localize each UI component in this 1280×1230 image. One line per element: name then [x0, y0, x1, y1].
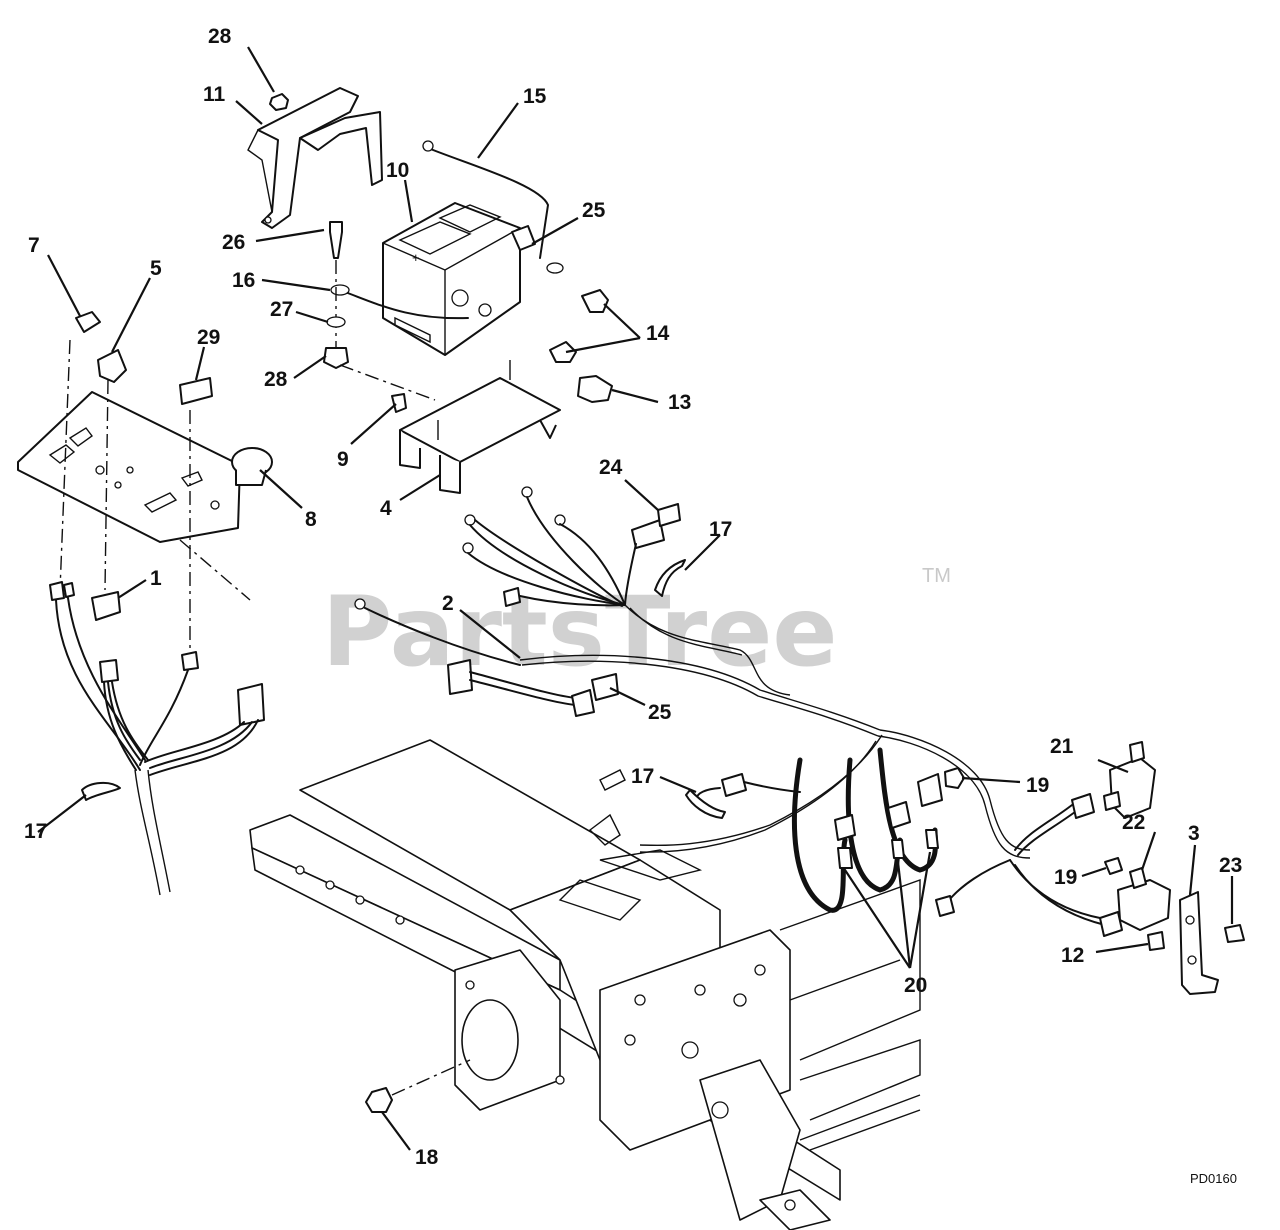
- callout-24: 24: [599, 456, 623, 479]
- callout-27: 27: [270, 298, 293, 321]
- callout-1: 1: [150, 567, 162, 590]
- callout-17-harness: 17: [709, 518, 732, 541]
- callout-20: 20: [904, 974, 927, 997]
- callout-15: 15: [523, 85, 547, 108]
- svg-text:+: +: [412, 250, 420, 265]
- battery-cable-positive: [427, 147, 550, 259]
- cable-tie-frame: [685, 789, 726, 819]
- main-wire-harness: [354, 486, 1106, 926]
- callout-10: 10: [386, 159, 409, 182]
- callout-labels: 28 11 15 10 25 26 16 27 28 14 13 9 4 8 7…: [24, 25, 1242, 1169]
- harness-fuse-holder: [657, 503, 681, 527]
- bracket-bolt: [1224, 924, 1245, 943]
- watermark-text: PartsTree: [322, 576, 837, 688]
- callout-5: 5: [150, 257, 162, 280]
- cable-tie-left: [81, 782, 121, 801]
- seat-switch: [1103, 741, 1156, 819]
- grommet-lower: [1104, 857, 1123, 875]
- callout-25-bottom: 25: [648, 701, 672, 724]
- callout-19-lower: 19: [1054, 866, 1077, 889]
- key-switch: [97, 349, 127, 383]
- leader-lines: [37, 46, 1234, 1151]
- ignition-knob: [91, 591, 121, 621]
- callout-28-top: 28: [208, 25, 232, 48]
- interlock-switch: [1099, 867, 1171, 937]
- drawing-code: PD0160: [1190, 1171, 1237, 1186]
- callout-7: 7: [28, 234, 40, 257]
- battery-cable-negative: [344, 291, 469, 320]
- terminal-bolt-lower: [549, 341, 577, 363]
- callout-19-upper: 19: [1026, 774, 1049, 797]
- callout-23: 23: [1219, 854, 1242, 877]
- switch-bracket: [1179, 891, 1219, 995]
- callout-22: 22: [1122, 811, 1145, 834]
- callout-13: 13: [668, 391, 691, 414]
- dash-panel: [17, 391, 241, 543]
- terminal-boot: [577, 375, 613, 403]
- bracket-screw: [1147, 931, 1165, 951]
- callout-29: 29: [197, 326, 220, 349]
- callout-18: 18: [415, 1146, 439, 1169]
- frame-nut: [365, 1087, 393, 1113]
- callout-8: 8: [305, 508, 317, 531]
- callout-11: 11: [203, 83, 226, 106]
- top-hex-nut: [269, 93, 289, 111]
- terminal-bolt-upper: [581, 289, 609, 313]
- callout-2: 2: [442, 592, 454, 615]
- cable-tie-harness: [654, 559, 686, 597]
- battery-tray: [399, 360, 561, 494]
- callout-17-frame: 17: [631, 765, 654, 788]
- callout-9: 9: [337, 448, 349, 471]
- tractor-frame: [249, 739, 921, 1230]
- dash-wire-harness: [49, 581, 265, 896]
- headlight-switch: [75, 311, 101, 333]
- light-module: [179, 377, 213, 405]
- callout-16: 16: [232, 269, 255, 292]
- ammeter-gauge: [231, 447, 273, 486]
- callout-25-top: 25: [582, 199, 606, 222]
- watermark-trademark: TM: [922, 565, 951, 587]
- lock-washer: [326, 316, 346, 328]
- carriage-bolt: [329, 221, 343, 355]
- callout-28-bottom: 28: [264, 368, 288, 391]
- callout-17-left: 17: [24, 820, 47, 843]
- tray-screw: [391, 393, 407, 413]
- callout-12: 12: [1061, 944, 1084, 967]
- callout-21: 21: [1050, 735, 1074, 758]
- battery-hold-down-bracket: [247, 87, 383, 229]
- battery: +: [382, 202, 521, 356]
- callout-14: 14: [646, 322, 670, 345]
- callout-3: 3: [1188, 822, 1200, 845]
- grommet-upper: [944, 767, 965, 789]
- callout-26: 26: [222, 231, 245, 254]
- callout-4: 4: [380, 497, 392, 520]
- hex-nut: [323, 347, 349, 369]
